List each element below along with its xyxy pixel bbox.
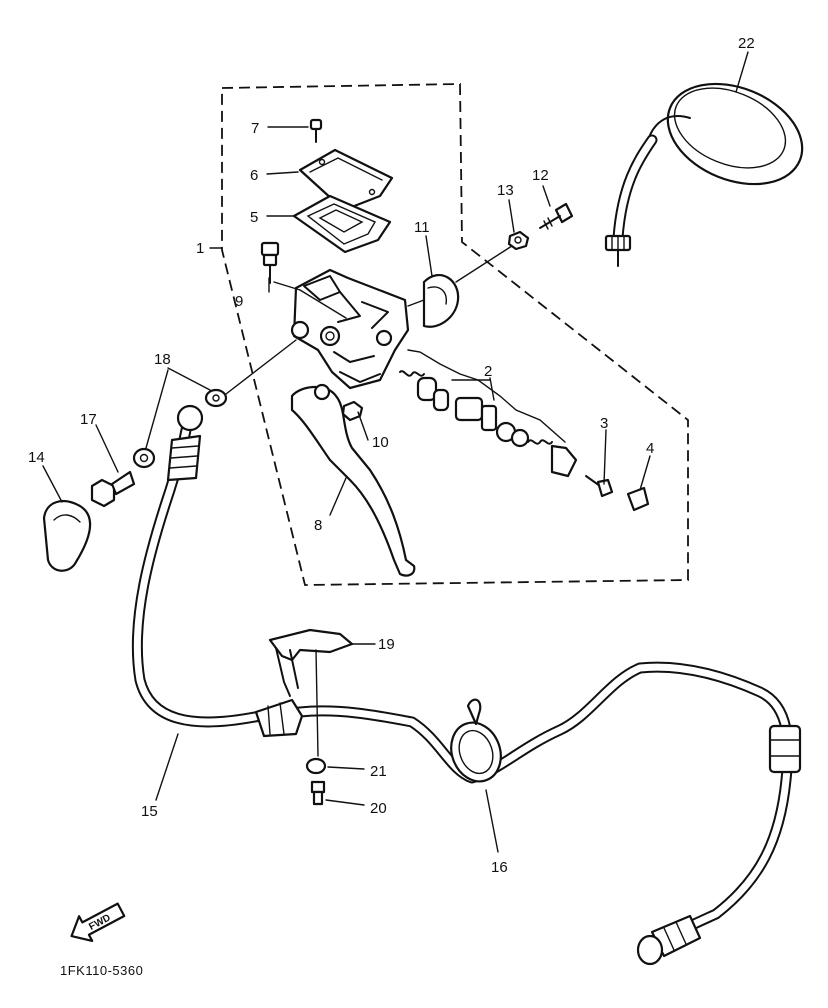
callout-4: 4 (646, 440, 654, 457)
diaphragm (292, 194, 392, 254)
callout-16: 16 (491, 859, 508, 876)
brake-hose (131, 404, 802, 966)
forward-arrow-icon: FWD (70, 902, 126, 943)
callout-9: 9 (235, 293, 243, 310)
end-cap (626, 486, 650, 512)
hose-guide (450, 698, 502, 783)
hose-bracket (268, 628, 354, 697)
reservoir-cap (298, 148, 394, 212)
callout-8: 8 (314, 517, 322, 534)
callout-21: 21 (370, 763, 387, 780)
callout-3: 3 (600, 415, 608, 432)
callout-17: 17 (80, 411, 97, 428)
callout-5: 5 (250, 209, 258, 226)
nut-21 (305, 757, 327, 775)
union-bolt (90, 470, 136, 508)
part-code: 1FK110-5360 (60, 963, 143, 978)
piston-kit (399, 370, 578, 478)
bolt-20 (310, 780, 326, 806)
callout-20: 20 (370, 800, 387, 817)
master-cylinder-body (290, 268, 410, 390)
dust-boot (422, 274, 460, 328)
brake-switch (585, 475, 614, 498)
callout-7: 7 (251, 120, 259, 137)
callout-14: 14 (28, 449, 45, 466)
banjo-cover (42, 500, 92, 572)
callout-18: 18 (154, 351, 171, 368)
callout-10: 10 (372, 434, 389, 451)
screw-12 (539, 202, 574, 230)
callout-19: 19 (378, 636, 395, 653)
assembly-boundary (221, 83, 689, 586)
callout-11: 11 (414, 219, 430, 236)
brake-lever (290, 383, 416, 577)
screw-7 (309, 118, 323, 143)
nut-13 (507, 230, 530, 251)
callout-12: 12 (532, 167, 549, 184)
rear-view-mirror (604, 82, 804, 267)
callout-1: 1 (196, 240, 204, 257)
callout-6: 6 (250, 167, 258, 184)
bolt-9 (260, 241, 280, 284)
callout-15: 15 (141, 803, 158, 820)
washer-18 (132, 388, 228, 469)
callout-22: 22 (738, 35, 755, 52)
callout-2: 2 (484, 363, 492, 380)
callout-13: 13 (497, 182, 514, 199)
